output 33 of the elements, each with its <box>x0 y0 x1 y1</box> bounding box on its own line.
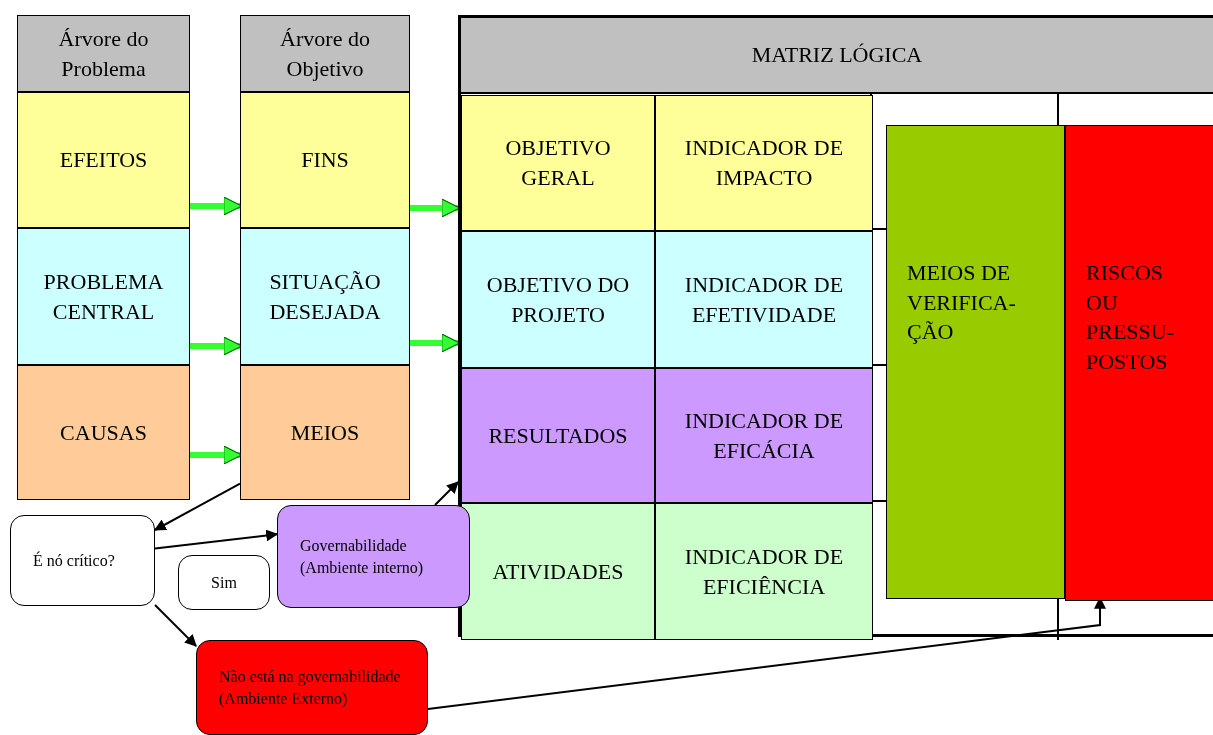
answer-box: Sim <box>178 555 270 610</box>
callout-box: Não está na governabilidade (Ambiente Externo) <box>196 640 428 735</box>
table-cell: SITUAÇÃO DESEJADA <box>240 228 410 365</box>
table-cell: ATIVIDADES <box>461 503 655 640</box>
table-cell: INDICADOR DE EFICÁCIA <box>655 368 873 503</box>
table-cell: INDICADOR DE IMPACTO <box>655 95 873 231</box>
arrow <box>154 529 279 550</box>
arrow <box>190 445 243 465</box>
table-cell: CAUSAS <box>17 365 190 500</box>
matrix-title: MATRIZ LÓGICA <box>751 42 923 68</box>
tall-column: MEIOS DE VERIFICA- ÇÃO <box>886 125 1065 599</box>
table-cell: RESULTADOS <box>461 368 655 503</box>
logic-matrix <box>458 15 1213 637</box>
table-cell: EFEITOS <box>17 92 190 228</box>
table-cell: INDICADOR DE EFETIVIDADE <box>655 231 873 368</box>
arrow <box>190 196 243 216</box>
arrow <box>410 333 461 353</box>
table-cell: FINS <box>240 92 410 228</box>
column-header: Árvore do Objetivo <box>240 15 410 92</box>
table-cell: OBJETIVO DO PROJETO <box>461 231 655 368</box>
table-cell: OBJETIVO GERAL <box>461 95 655 231</box>
arrow <box>434 481 459 506</box>
arrow <box>153 482 241 531</box>
column-header: Árvore do Problema <box>17 15 190 92</box>
arrow <box>410 198 461 218</box>
arrow <box>190 336 243 356</box>
tall-column: RISCOS OU PRESSU- POSTOS <box>1065 125 1213 601</box>
table-cell: PROBLEMA CENTRAL <box>17 228 190 365</box>
table-cell: MEIOS <box>240 365 410 500</box>
callout-box: Governabilidade (Ambiente interno) <box>277 505 470 608</box>
callout-box: É nó crítico? <box>10 515 155 606</box>
table-cell: INDICADOR DE EFICIÊNCIA <box>655 503 873 640</box>
arrow <box>154 604 197 647</box>
